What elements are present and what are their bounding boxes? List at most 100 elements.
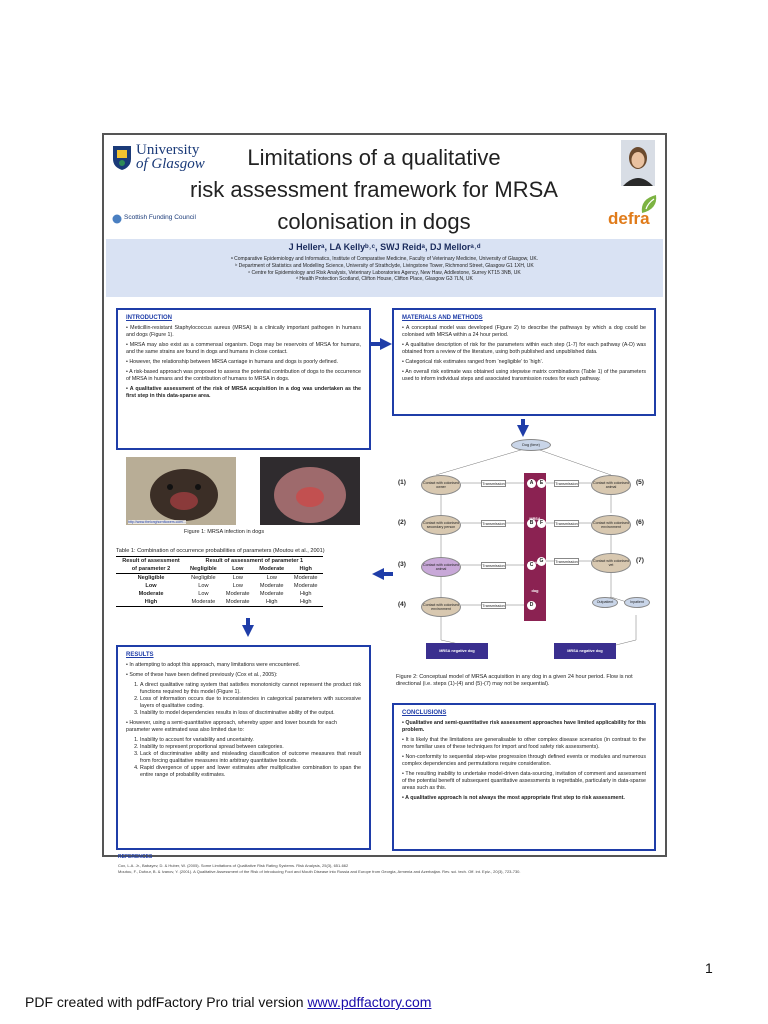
figure1-url: http://www.thelonghornflowers.com/... [128, 520, 187, 524]
results-list-item: Loss of information occurs due to incons… [140, 696, 361, 710]
fig2-step-number: (6) [636, 519, 644, 526]
results-list-item: Inability to account for variability and… [140, 737, 361, 744]
results-list-2: Inability to account for variability and… [126, 737, 361, 779]
fig2-transmission-box: Transmission [554, 480, 579, 487]
methods-para-4: • An overall risk estimate was obtained … [402, 369, 646, 382]
fig2-left-node: Contact with colonised secondary person [421, 515, 461, 535]
fig2-pathway-letter: E [537, 479, 546, 488]
table1-cell: Low [266, 575, 277, 581]
table1-cell: Moderate [293, 583, 318, 589]
table1-cell: Moderate [293, 575, 318, 581]
table1-cell: Moderate [186, 598, 221, 607]
intro-para-4: • A risk-based approach was proposed to … [126, 369, 361, 382]
fig2-mrsa-positive-bar: MRSA positive dog [524, 473, 546, 621]
poster-title-line2: risk assessment framework for MRSA [190, 177, 558, 202]
arrow-fig2-to-table [372, 568, 393, 580]
arrow-methods-to-fig2 [517, 419, 529, 437]
affiliation-line: ᶜ Centre for Epidemiology and Risk Analy… [248, 269, 521, 276]
fig2-step-number: (3) [398, 561, 406, 568]
figure1-photo-left: http://www.thelonghornflowers.com/... [126, 457, 236, 525]
conclusions-para-2: • It is likely that the limitations are … [402, 737, 646, 750]
introduction-box: INTRODUCTION • Meticillin-resistant Stap… [116, 308, 371, 450]
table1-cell: High [254, 598, 289, 607]
results-list-1: A direct qualitative rating system that … [126, 682, 361, 717]
table1-caption: Table 1: Combination of occurrence proba… [116, 548, 325, 554]
fig2-pathway-letter: D [527, 601, 536, 610]
funding-council-logo: Scottish Funding Council [112, 213, 212, 225]
university-crest-icon [113, 146, 131, 170]
methods-para-3: • Categorical risk estimates ranged from… [402, 359, 544, 365]
methods-box: MATERIALS AND METHODS • A conceptual mod… [392, 308, 656, 416]
poster: University of Glasgow Scottish Funding C… [102, 133, 667, 874]
fig2-inpatient: Inpatient [624, 597, 650, 608]
conclusions-box: CONCLUSIONS • Qualitative and semi-quant… [392, 703, 656, 851]
table1-cell: Low [198, 583, 209, 589]
dog-face-icon [126, 457, 236, 525]
table1-cell: Moderate [220, 598, 255, 607]
methods-para-1: • A conceptual model was developed (Figu… [402, 325, 646, 338]
table1-subheader: Low [220, 565, 255, 574]
defra-name: defra [608, 209, 650, 228]
table1-row-label: Low [145, 583, 157, 589]
fig2-transmission-box: Transmission [554, 558, 579, 565]
methods-para-2: • A qualitative description of risk for … [402, 342, 646, 355]
table1-cell: Negligible [191, 575, 216, 581]
arrow-intro-to-methods [371, 338, 392, 350]
figure2-caption: Figure 2: Conceptual model of MRSA acqui… [396, 674, 633, 687]
fig2-right-node: Contact with colonised vet [591, 553, 631, 573]
results-heading: RESULTS [126, 652, 154, 658]
conclusions-heading: CONCLUSIONS [402, 710, 447, 716]
fig2-outpatient: Outpatient [592, 597, 618, 608]
university-logo: University of Glasgow [112, 143, 222, 179]
fig2-step-number: (4) [398, 601, 406, 608]
figure2-diagram: Dog (time) MRSA positive dog (1)Contact … [396, 435, 658, 671]
results-bullet-2: • Some of these have been defined previo… [126, 672, 278, 678]
fig2-left-node: Contact with colonised environment [421, 597, 461, 617]
results-list-item: Lack of discriminative ability and misle… [140, 751, 361, 765]
table1-cell: High [299, 591, 312, 597]
fig2-transmission-box: Transmission [554, 520, 579, 527]
defra-leaf-icon [641, 195, 657, 213]
intro-para-1: • Meticillin-resistant Staphylococcus au… [126, 325, 361, 338]
dog-neck-lesion-icon [260, 457, 360, 525]
figure1-photo-right [260, 457, 360, 525]
table1-cell: Low [232, 575, 243, 581]
affiliation-line: ᵃ Comparative Epidemiology and Informati… [230, 256, 539, 262]
figure1-caption: Figure 1: MRSA infection in dogs [184, 529, 265, 535]
results-list-item: A direct qualitative rating system that … [140, 682, 361, 696]
table1-subheader: Negligible [186, 565, 221, 574]
fig2-transmission-box: Transmission [481, 602, 506, 609]
footer-link[interactable]: www.pdffactory.com [307, 994, 432, 1010]
results-list-item: Inability to represent proportional spre… [140, 744, 361, 751]
fig2-transmission-box: Transmission [481, 520, 506, 527]
methods-heading: MATERIALS AND METHODS [402, 315, 483, 321]
fig2-pathway-letter: F [537, 519, 546, 528]
table1: Result of assessment of parameter 2 Resu… [116, 556, 323, 607]
table1-subheader: Moderate [254, 565, 289, 574]
conclusions-para-3: • Non-conformity to sequential step-wise… [402, 754, 646, 767]
person-portrait-icon [621, 140, 655, 186]
table1-header-param1: Result of assessment of parameter 1 [186, 556, 323, 565]
table1-cell: Moderate [225, 591, 250, 597]
reference-1: Cox, L.A. Jr., Babayev, D. & Huber, W. (… [118, 863, 349, 868]
fig2-pathway-letter: A [527, 479, 536, 488]
table1-cell: Low [232, 583, 243, 589]
fig2-pathway-letter: B [527, 519, 536, 528]
table1-header-param2: Result of assessment of parameter 2 [116, 556, 186, 574]
table1-cell: Moderate [259, 591, 284, 597]
intro-para-2: • MRSA may also exist as a commensal org… [126, 342, 361, 355]
defra-logo: defra [604, 193, 664, 235]
author-photo [621, 140, 655, 186]
fig2-negative-dog-right: MRSA negative dog [554, 643, 616, 659]
results-list-item: Rapid divergence of upper and lower esti… [140, 765, 361, 779]
affiliation-line: ᵇ Department of Statistics and Modelling… [235, 262, 534, 269]
fig2-left-node: Contact with colonised owner [421, 475, 461, 495]
funding-council-name: Scottish Funding Council [124, 214, 196, 221]
conclusions-para-5: • A qualitative approach is not always t… [402, 795, 625, 801]
fig2-transmission-box: Transmission [481, 480, 506, 487]
affiliations: ᵃ Comparative Epidemiology and Informati… [106, 256, 663, 283]
conclusions-para-1: • Qualitative and semi-quantitative risk… [402, 720, 646, 733]
fig2-step-number: (1) [398, 479, 406, 486]
arrow-table-to-results [242, 618, 254, 638]
